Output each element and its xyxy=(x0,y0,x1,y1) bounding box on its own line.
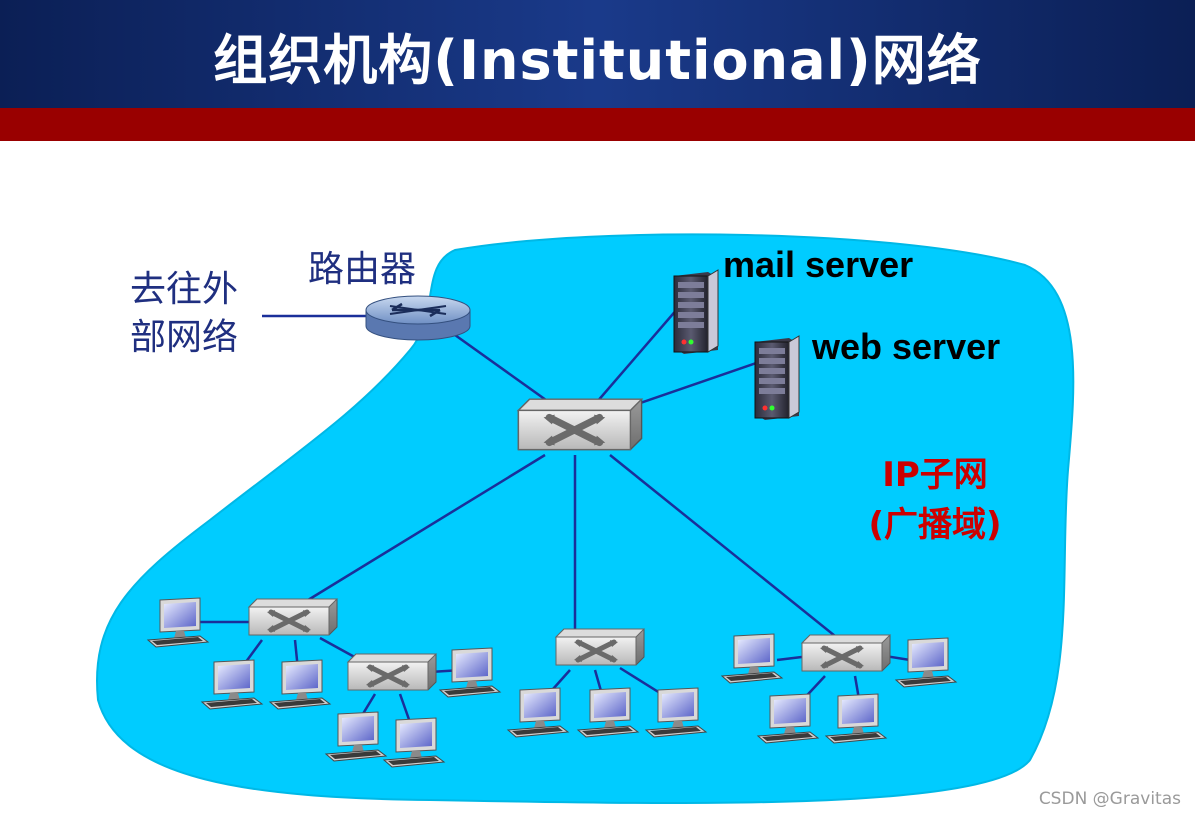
switch-icon-right xyxy=(802,635,890,671)
mail-server-icon xyxy=(673,269,719,355)
external-network-label-line2: 部网络 xyxy=(130,317,239,358)
web-server-icon xyxy=(754,335,800,421)
switch-icon-center xyxy=(556,629,644,665)
watermark: CSDN @Gravitas xyxy=(1038,789,1181,809)
external-network-label-line1: 去往外 xyxy=(130,269,239,310)
title-underline-band xyxy=(0,108,1195,141)
switch-icon-left-inner xyxy=(348,654,436,690)
subnet-label-line1: IP子网 xyxy=(882,455,988,495)
router-icon xyxy=(365,295,471,341)
network-links xyxy=(196,299,911,729)
core-switch-icon xyxy=(518,399,641,449)
subnet-label-line2: (广播域) xyxy=(868,505,1002,545)
switch-icon-left xyxy=(249,599,337,635)
slide-title: 组织机构(Institutional)网络 xyxy=(213,29,982,92)
web-server-label: web server xyxy=(812,326,1001,367)
router-label: 路由器 xyxy=(308,249,417,290)
title-bar xyxy=(0,0,1195,108)
mail-server-label: mail server xyxy=(723,244,914,285)
